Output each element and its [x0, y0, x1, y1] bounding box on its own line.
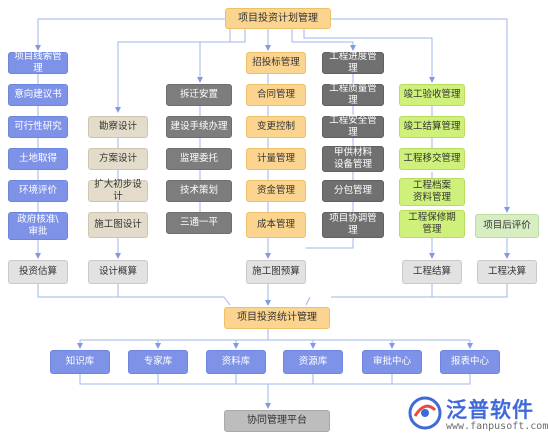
col5-box-3[interactable]: 工程安全管理 — [322, 115, 384, 138]
logo-url: www.fanpusoft.com — [446, 421, 548, 432]
investment-estimate-box[interactable]: 投资估算 — [8, 260, 68, 284]
statistics-management-box[interactable]: 项目投资统计管理 — [224, 307, 330, 329]
col5-box-2[interactable]: 工程质量管理 — [322, 83, 384, 106]
col4-box-6[interactable]: 成本管理 — [246, 212, 306, 238]
col3-box-5[interactable]: 三通一平 — [166, 212, 232, 234]
logo-name: 泛普软件 — [446, 398, 534, 422]
module-approval-center[interactable]: 审批中心 — [362, 350, 422, 374]
col1-box-6[interactable]: 政府核准\ 审批 — [8, 212, 68, 240]
logo-mark-icon — [408, 396, 442, 430]
module-knowledge-base[interactable]: 知识库 — [50, 350, 110, 374]
col4-box-5[interactable]: 资金管理 — [246, 180, 306, 202]
project-settlement-box[interactable]: 工程结算 — [402, 260, 462, 284]
col7-box-1[interactable]: 项目后评价 — [475, 214, 539, 238]
module-expert-base[interactable]: 专家库 — [128, 350, 188, 374]
collaboration-platform-box[interactable]: 协同管理平台 — [224, 410, 330, 432]
col4-box-3[interactable]: 变更控制 — [246, 116, 306, 138]
col3-box-3[interactable]: 监理委托 — [166, 148, 232, 170]
col6-box-4[interactable]: 工程档案 资料管理 — [399, 178, 465, 206]
col5-box-6[interactable]: 项目协调管理 — [322, 212, 384, 238]
brand-logo: 泛普软件 www.fanpusoft.com — [406, 392, 548, 436]
col5-box-5[interactable]: 分包管理 — [322, 180, 384, 202]
col3-box-4[interactable]: 技术策划 — [166, 180, 232, 202]
col3-box-1[interactable]: 拆迁安置 — [166, 84, 232, 106]
col4-box-1[interactable]: 招投标管理 — [246, 52, 306, 74]
col1-box-2[interactable]: 意向建议书 — [8, 84, 68, 106]
col1-box-5[interactable]: 环境评价 — [8, 180, 68, 202]
col6-box-5[interactable]: 工程保修期 管理 — [399, 210, 465, 238]
col5-box-1[interactable]: 工程进度管理 — [322, 51, 384, 74]
module-resource-base[interactable]: 资源库 — [283, 350, 343, 374]
col4-box-4[interactable]: 计量管理 — [246, 148, 306, 170]
module-report-center[interactable]: 报表中心 — [440, 350, 500, 374]
col6-box-3[interactable]: 工程移交管理 — [399, 148, 465, 170]
design-estimate-box[interactable]: 设计概算 — [88, 260, 148, 284]
col2-box-1[interactable]: 勘察设计 — [88, 116, 148, 138]
module-document-base[interactable]: 资料库 — [206, 350, 266, 374]
col1-box-1[interactable]: 项目线索管理 — [8, 51, 68, 74]
col1-box-4[interactable]: 土地取得 — [8, 148, 68, 170]
col5-box-4[interactable]: 甲供材料 设备管理 — [322, 146, 384, 172]
col6-box-2[interactable]: 竣工结算管理 — [399, 116, 465, 138]
col2-box-4[interactable]: 施工图设计 — [88, 212, 148, 238]
col3-box-2[interactable]: 建设手续办理 — [166, 116, 232, 138]
plan-management-box[interactable]: 项目投资计划管理 — [225, 8, 331, 29]
col4-box-2[interactable]: 合同管理 — [246, 84, 306, 106]
col2-box-3[interactable]: 扩大初步设计 — [88, 179, 148, 202]
construction-budget-box[interactable]: 施工图预算 — [246, 260, 306, 284]
col2-box-2[interactable]: 方案设计 — [88, 148, 148, 170]
col6-box-1[interactable]: 竣工验收管理 — [399, 84, 465, 106]
col1-box-3[interactable]: 可行性研究 — [8, 116, 68, 138]
final-accounts-box[interactable]: 工程决算 — [477, 260, 537, 284]
